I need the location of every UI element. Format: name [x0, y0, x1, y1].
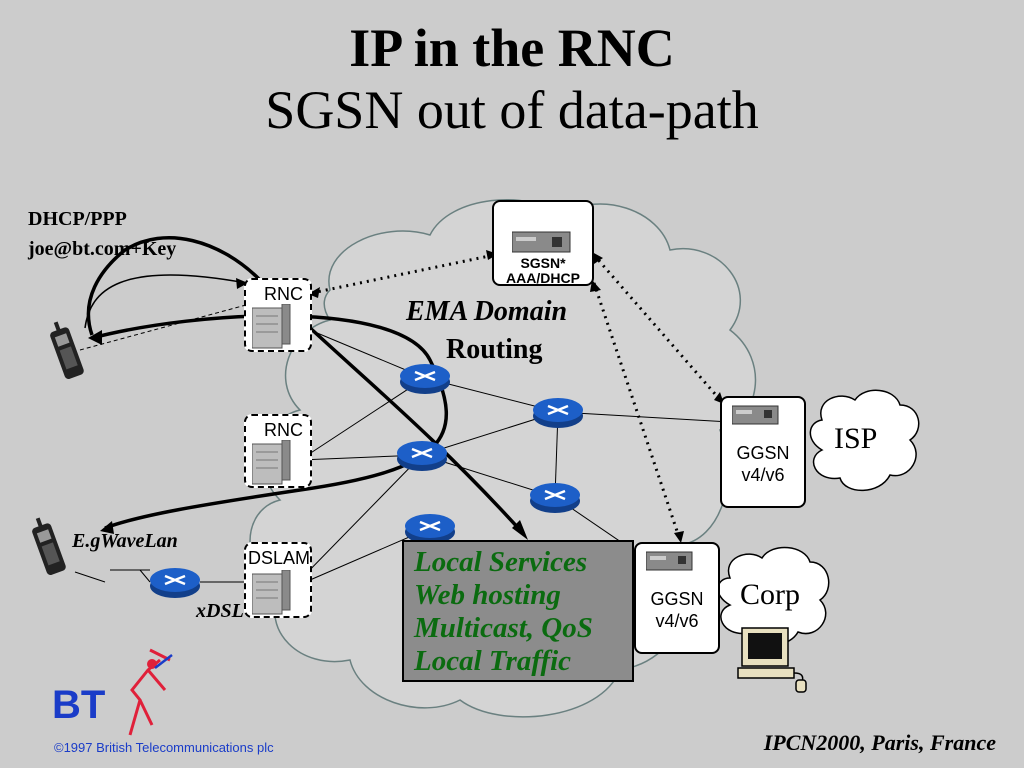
- corp-cloud: [717, 546, 830, 647]
- data-path-return-arrowhead: [512, 520, 528, 540]
- sgsn-label: SGSN* AAA/DHCP: [494, 256, 592, 286]
- rnc-top-label: RNC: [264, 284, 303, 304]
- router-xdsl: [150, 568, 200, 598]
- local-services-line: Local Services: [414, 546, 588, 578]
- ggsn-top-box: GGSN v4/v6: [720, 396, 806, 508]
- data-path-loop-arrowhead-bottom: [100, 521, 114, 534]
- venue-footer: IPCN2000, Paris, France: [763, 730, 996, 755]
- dhcp-label-line2: joe@bt.com+Key: [28, 238, 177, 260]
- data-path-loop-arrowhead-top: [88, 330, 102, 345]
- dhcp-request-arrowhead: [236, 278, 248, 289]
- local-services-box: Local Services Web hosting Multicast, Qo…: [402, 540, 634, 682]
- computer-terminal-icon: [737, 627, 807, 693]
- dhcp-label-line1: DHCP/PPP: [28, 208, 127, 230]
- dhcp-request-curve: [84, 274, 247, 329]
- local-traffic-line: Local Traffic: [414, 645, 572, 677]
- rnc-top-box: RNC: [244, 278, 312, 352]
- multicast-qos-line: Multicast, QoS: [414, 612, 593, 644]
- ggsn-bottom-box: GGSN v4/v6: [634, 542, 720, 654]
- xdsl-label: xDSL: [196, 600, 244, 622]
- rnc-middle-box: RNC: [244, 414, 312, 488]
- data-path-return: [86, 236, 522, 532]
- bt-logo: BT: [52, 648, 173, 736]
- egwavelan-label: E.gWaveLan: [72, 530, 178, 552]
- bt-piper-figure: [128, 648, 171, 736]
- dhcp-label: DHCP/PPP joe@bt.com+Key: [28, 204, 176, 264]
- rnc-middle-label: RNC: [264, 420, 303, 440]
- sgsn-label-line2: AAA/DHCP: [506, 270, 580, 286]
- isp-cloud: [809, 389, 920, 492]
- router-5: [405, 514, 455, 544]
- server-icon: [512, 231, 571, 253]
- web-hosting-line: Web hosting: [414, 579, 561, 611]
- ema-domain-label: EMA Domain: [406, 296, 568, 327]
- copyright-footer: ©1997 British Telecommunications plc: [54, 740, 274, 755]
- slide-title: IP in the RNC: [349, 18, 675, 78]
- bt-logo-text: BT: [52, 683, 105, 727]
- sgsn-label-line1: SGSN*: [520, 255, 566, 271]
- rnc-middle-cabinet-icon: [252, 440, 291, 485]
- sgsn-box: SGSN* AAA/DHCP: [492, 200, 594, 286]
- isp-label: ISP: [834, 422, 878, 455]
- ggsn-top-server-icon: [732, 405, 779, 425]
- dslam-cabinet-icon: [252, 570, 291, 615]
- signalling-links: [311, 253, 724, 541]
- ggsn-top-label-line2: v4/v6: [741, 465, 785, 485]
- corp-label: Corp: [740, 578, 800, 611]
- ggsn-bottom-server-icon: [646, 551, 693, 571]
- router-3: [397, 441, 447, 471]
- mobile-phone-icon-top: [50, 321, 84, 379]
- rnc-top-cabinet-icon: [252, 304, 291, 349]
- radio-link-dashed: [79, 304, 247, 351]
- mobile-phone-icon-bottom: [32, 517, 66, 575]
- dslam-label: DSLAM: [248, 548, 311, 568]
- routing-label: Routing: [446, 334, 543, 365]
- router-4: [530, 483, 580, 513]
- router-2: [533, 398, 583, 428]
- router-1: [400, 364, 450, 394]
- ggsn-bottom-label-line2: v4/v6: [655, 611, 699, 631]
- ggsn-top-label-line1: GGSN: [736, 443, 790, 463]
- ggsn-bottom-label-line1: GGSN: [650, 589, 704, 609]
- dslam-box: DSLAM: [244, 542, 312, 618]
- ggsn-top-label: GGSN v4/v6: [722, 442, 804, 486]
- bt-piper-pipe: [154, 654, 173, 669]
- bt-piper-head: [147, 659, 157, 669]
- ggsn-bottom-label: GGSN v4/v6: [636, 588, 718, 632]
- slide-subtitle: SGSN out of data-path: [265, 80, 759, 140]
